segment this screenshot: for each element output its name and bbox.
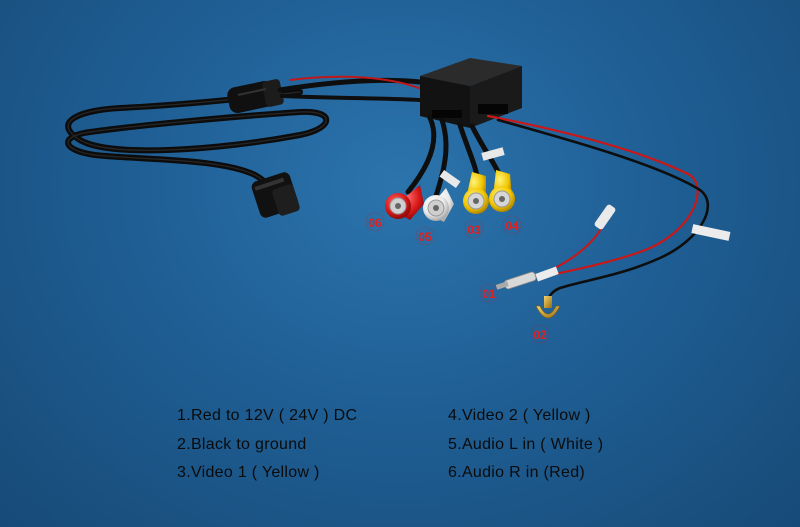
wire-labels xyxy=(535,224,731,282)
callout-06: 06 xyxy=(365,212,385,232)
svg-text:04: 04 xyxy=(505,219,519,233)
box-cables xyxy=(277,75,425,102)
cable-labels xyxy=(439,147,505,189)
coiled-cable xyxy=(65,89,330,199)
legend-item-6: 6.Audio R in (Red) xyxy=(448,464,586,481)
fuse-holder xyxy=(594,204,616,230)
callout-03: 03 xyxy=(464,219,484,239)
legend-item-2: 2.Black to ground xyxy=(177,436,307,453)
rca-red-audio-r xyxy=(385,185,424,220)
legend-item-4: 4.Video 2 ( Yellow ) xyxy=(448,407,591,424)
legend-item-5: 5.Audio L in ( White ) xyxy=(448,436,604,453)
rca-yellow-video-1 xyxy=(463,172,489,214)
svg-text:02: 02 xyxy=(533,328,547,342)
svg-text:06: 06 xyxy=(368,216,382,230)
rca-yellow-video-2 xyxy=(489,170,515,212)
inline-connector xyxy=(227,79,284,114)
bullet-terminal xyxy=(495,271,537,290)
spade-terminal xyxy=(535,296,561,319)
callout-04: 04 xyxy=(502,215,522,235)
svg-text:01: 01 xyxy=(482,287,496,301)
callout-01: 01 xyxy=(479,283,499,303)
rca-white-audio-l xyxy=(423,188,454,222)
legend-item-3: 3.Video 1 ( Yellow ) xyxy=(177,464,320,481)
svg-text:05: 05 xyxy=(418,230,432,244)
interface-box xyxy=(420,58,522,128)
legend-item-1: 1.Red to 12V ( 24V ) DC xyxy=(177,407,358,424)
svg-text:03: 03 xyxy=(467,223,481,237)
callout-05: 05 xyxy=(415,226,435,246)
aviation-connector xyxy=(251,172,300,218)
callout-02: 02 xyxy=(530,324,550,344)
